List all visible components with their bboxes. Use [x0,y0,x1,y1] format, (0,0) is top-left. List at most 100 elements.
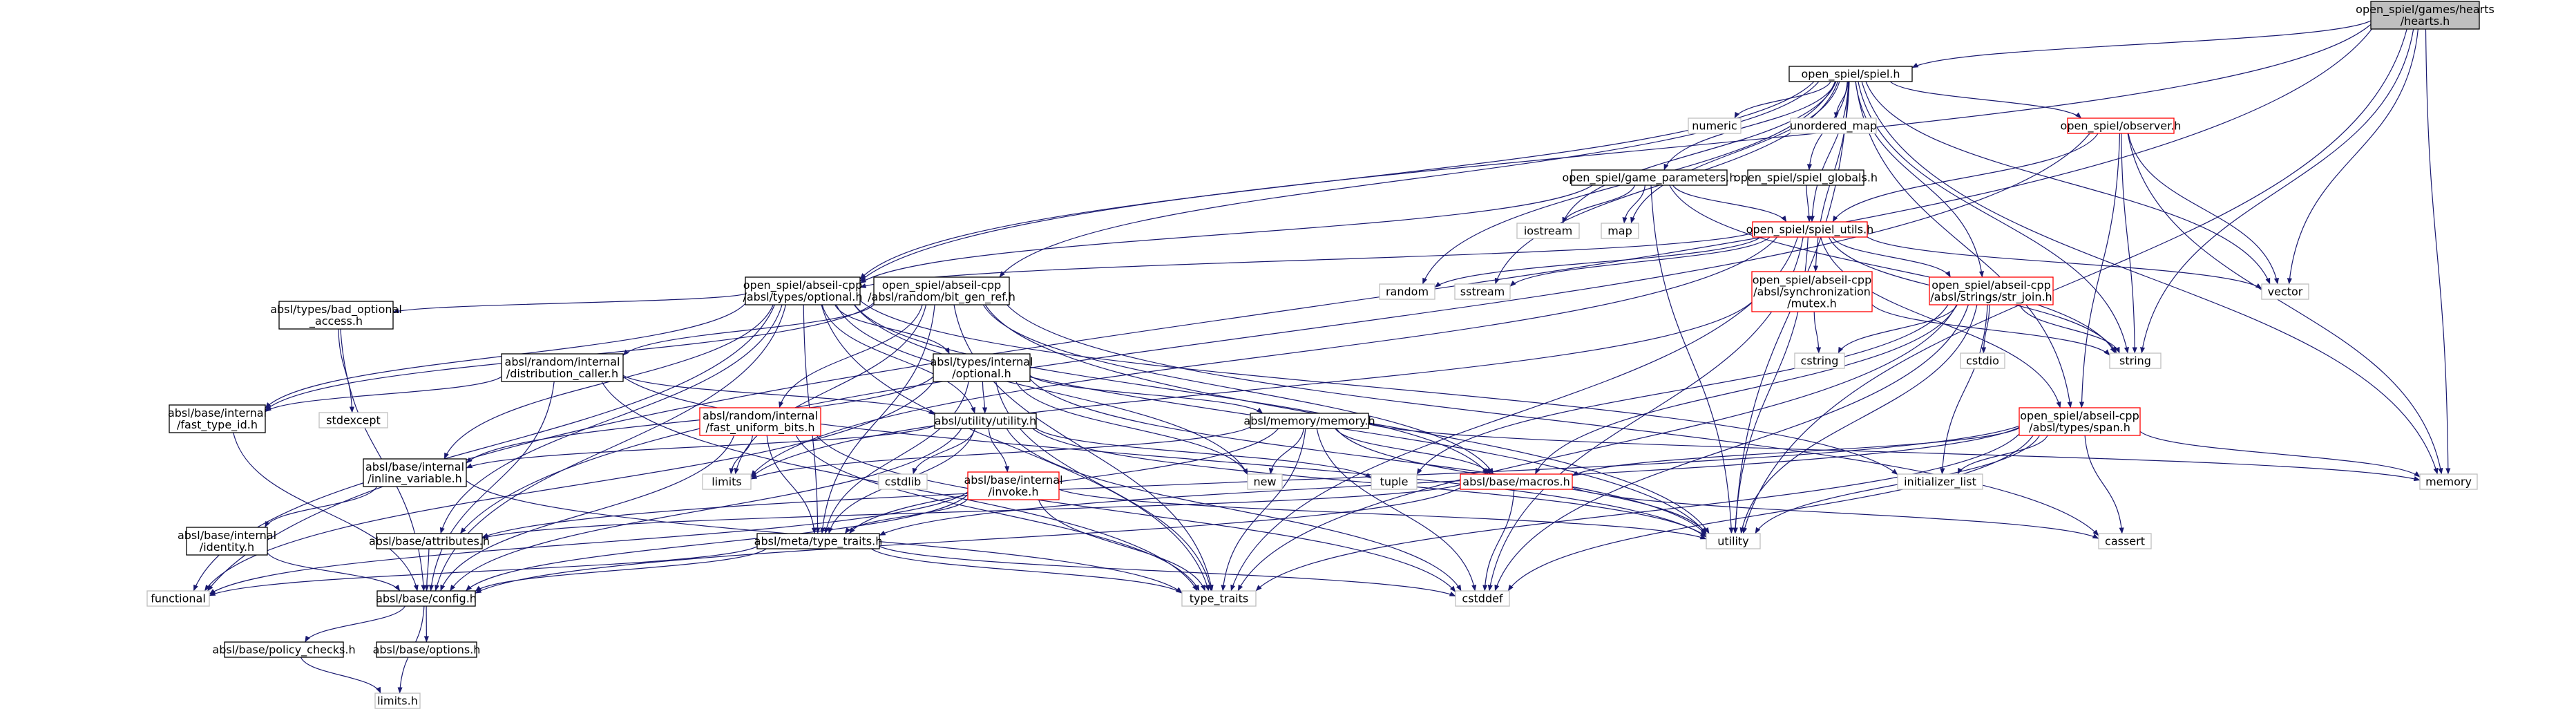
edge-str-join-to-string [2019,304,2120,354]
node-label: absl/memory/memory.h [1243,415,1375,428]
node-random[interactable]: random [1379,283,1435,300]
node-internal-optional[interactable]: absl/types/internal/optional.h [931,353,1033,382]
edge-macros-to-cassert [1572,487,2099,539]
node-policy-checks[interactable]: absl/base/policy_checks.h [212,641,356,658]
edge-utility-h-to-cstddef [1006,428,1462,592]
edge-optional-to-macros [854,304,1489,475]
edge-span-to-cstddef [1507,435,2034,592]
node-box [2098,533,2152,549]
node-cstring[interactable]: cstring [1794,352,1845,369]
edge-bit-gen-ref-to-macros [982,304,1494,475]
node-label: open_spiel/spiel_globals.h [1734,171,1878,185]
edge-distribution-caller-to-config [428,381,555,592]
node-observer[interactable]: open_spiel/observer.h [2061,117,2182,134]
node-spiel-globals[interactable]: open_spiel/spiel_globals.h [1734,169,1878,186]
node-box [1706,533,1761,549]
node-initializer-list[interactable]: initializer_list [1897,473,1983,490]
node-limits[interactable]: limits [702,473,752,490]
node-span[interactable]: open_spiel/abseil-cpp/absl/types/span.h [2019,407,2141,436]
node-label: open_spiel/abseil-cpp [1931,279,2050,292]
node-vector[interactable]: vector [2261,283,2309,300]
node-type-traits[interactable]: type_traits [1181,590,1257,607]
node-string[interactable]: string [2109,352,2162,369]
node-spiel[interactable]: open_spiel/spiel.h [1788,66,1913,82]
node-map[interactable]: map [1601,223,1639,239]
node-cstdlib[interactable]: cstdlib [878,473,928,490]
node-sstream[interactable]: sstream [1454,283,1511,300]
edge-macros-to-cstddef [1482,489,1515,592]
edge-observer-to-spiel-utils [1832,133,2099,223]
edge-str-join-to-macros [1534,304,1958,475]
edge-game-parameters-to-map [1622,185,1645,224]
node-game-parameters[interactable]: open_spiel/game_parameters.h [1563,169,1737,186]
node-distribution-caller[interactable]: absl/random/internal/distribution_caller… [501,353,624,382]
node-memory-h[interactable]: absl/memory/memory.h [1243,413,1375,429]
node-fast-uniform-bits[interactable]: absl/random/internal/fast_uniform_bits.h [699,407,821,436]
node-limits-h[interactable]: limits.h [374,693,421,709]
node-utility[interactable]: utility [1706,533,1761,549]
node-cstddef[interactable]: cstddef [1455,590,1510,607]
edge-mutex-to-cstring [1813,311,1822,354]
node-bit-gen-ref[interactable]: open_spiel/abseil-cpp/absl/random/bit_ge… [868,276,1015,305]
node-stdexcept[interactable]: stdexcept [318,412,388,428]
edge-invoke-to-utility [1058,489,1707,540]
node-optional[interactable]: open_spiel/abseil-cpp/absl/types/optiona… [743,276,863,305]
node-utility-h[interactable]: absl/utility/utility.h [934,413,1037,429]
edge-inline-variable-to-identity [264,486,378,528]
node-invoke[interactable]: absl/base/internal/invoke.h [964,471,1063,500]
node-identity[interactable]: absl/base/internal/identity.h [178,527,276,556]
edge-spiel-to-vector [1865,81,2271,285]
edge-optional-to-bad-optional-access [392,293,746,314]
node-box [318,412,388,428]
node-numeric[interactable]: numeric [1688,117,1742,134]
edge-str-join-to-utility [1739,304,1978,534]
node-box [702,473,752,490]
node-box [1181,590,1257,607]
node-unordered-map[interactable]: unordered_map [1790,117,1877,134]
node-box [1960,352,2005,369]
node-label: iostream [1524,225,1572,238]
node-label: cstdio [1966,355,1999,368]
node-cstdio[interactable]: cstdio [1960,352,2005,369]
node-box [745,276,861,305]
node-functional[interactable]: functional [146,590,210,607]
edge-mutex-to-limits [750,301,1753,478]
node-root[interactable]: open_spiel/games/hearts/hearts.h [2356,1,2494,30]
node-new[interactable]: new [1247,473,1283,490]
node-type-traits-h[interactable]: absl/meta/type_traits.h [754,533,883,549]
node-spiel-utils[interactable]: open_spiel/spiel_utils.h [1746,221,1874,238]
node-label: limits.h [377,695,418,708]
node-inline-variable[interactable]: absl/base/internal/inline_variable.h [363,458,467,487]
node-str-join[interactable]: open_spiel/abseil-cpp/absl/strings/str_j… [1929,276,2054,305]
node-bad-optional-access[interactable]: absl/types/bad_optional_access.h [270,301,402,330]
node-macros[interactable]: absl/base/macros.h [1460,473,1573,490]
node-memory[interactable]: memory [2419,473,2478,490]
edge-spiel-to-iostream [1562,81,1837,224]
node-label: unordered_map [1790,120,1877,133]
node-config[interactable]: absl/base/config.h [376,590,477,607]
edge-root-to-spiel [1911,20,2372,68]
node-mutex[interactable]: open_spiel/abseil-cpp/absl/synchronizati… [1751,271,1873,312]
node-label: type_traits [1190,592,1248,606]
node-options[interactable]: absl/base/options.h [373,641,481,658]
node-iostream[interactable]: iostream [1516,223,1580,239]
edge-utility-h-to-cstdlib [912,428,976,475]
node-label: open_spiel/abseil-cpp [743,279,862,292]
node-cassert[interactable]: cassert [2098,533,2152,549]
node-attributes[interactable]: absl/base/attributes.h [369,533,490,549]
node-label: absl/base/config.h [376,592,477,605]
edge-utility-h-to-invoke [988,428,1010,473]
node-tuple[interactable]: tuple [1371,473,1418,490]
edge-fast-uniform-bits-to-cstddef [816,435,1456,592]
node-label: /fast_type_id.h [177,418,258,432]
node-box [878,473,928,490]
edge-observer-to-vector [2128,133,2279,285]
edge-internal-optional-to-new [1015,381,1248,475]
node-fast-type-id[interactable]: absl/base/internal/fast_type_id.h [168,404,267,433]
node-box [1929,276,2054,305]
edge-invoke-to-functional [209,491,969,595]
node-box [1897,473,1983,490]
node-label: tuple [1380,475,1409,489]
edge-span-to-cassert [2084,435,2124,534]
